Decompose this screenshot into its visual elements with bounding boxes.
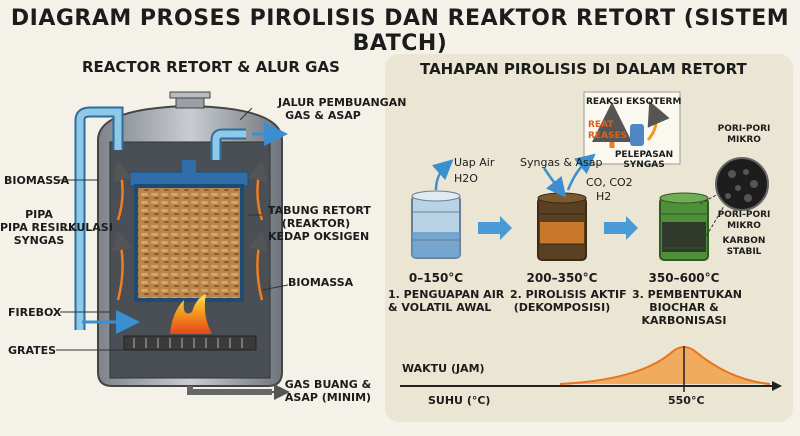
inset-release-line1: PELEPASAN — [614, 150, 674, 160]
retort-label-line1: TABUNG RETORT — [268, 204, 371, 217]
biomassa-left-label: BIOMASSA — [4, 174, 70, 187]
timeline-axis — [400, 346, 782, 392]
process-arrows — [478, 216, 638, 240]
inset-title: REAKSI EKSOTERM — [586, 97, 682, 107]
pore-top-line1: PORI-PORI — [717, 124, 771, 134]
syngas-recirculation-pipe — [74, 106, 140, 334]
exhaust-pipe — [210, 122, 288, 160]
heat-arrows — [112, 160, 268, 301]
drum-stage-3 — [659, 192, 709, 261]
left-heading: REACTOR RETORT & ALUR GAS — [82, 58, 340, 76]
stage-3-line3: KARBONISASI — [641, 314, 727, 327]
inset-release-line2: SYNGAS — [623, 160, 665, 170]
pore-magnifier — [699, 157, 769, 241]
retort-tube — [129, 160, 249, 302]
inset-heat-label: REAT REASES — [588, 120, 627, 142]
biomassa-right-label: BIOMASSA — [288, 276, 354, 289]
stage-2-temp: 200–350°C — [526, 271, 598, 285]
stage-3-caption: 350–600°C 3. PEMBENTUKAN BIOCHAR & KARBO… — [632, 271, 742, 328]
stage-2-caption: 200–350°C 2. PIROLISIS AKTIF (DEKOMPOSIS… — [510, 271, 627, 315]
stage-2-line1: 2. PIROLISIS AKTIF — [510, 288, 627, 301]
stage-3-temp: 350–600°C — [648, 271, 720, 285]
stage-1-temp: 0–150°C — [408, 271, 464, 285]
carbon-line2: STABIL — [726, 247, 762, 257]
firebox-label: FIREBOX — [8, 306, 62, 319]
stage-1-line1: 1. PENGUAPAN AIR — [388, 288, 505, 301]
stage-2-line2: (DEKOMPOSISI) — [513, 301, 611, 314]
leader-lines — [56, 107, 289, 351]
exhaust-label-line2: GAS & ASAP — [285, 109, 361, 122]
timeline-temp-label: SUHU (°C) — [428, 394, 491, 407]
drum-stage-2 — [537, 192, 587, 261]
pore-top-line2: MIKRO — [727, 135, 761, 145]
exotherm-inset — [583, 91, 681, 165]
flue-gas-pipe — [187, 384, 290, 400]
right-heading: TAHAPAN PIROLISIS DI DALAM RETORT — [420, 60, 747, 78]
carbon-line1: KARBON — [722, 236, 766, 246]
retort-label-line3: KEDAP OKSIGEN — [268, 230, 370, 243]
flue-gas-line2: ASAP (MINIM) — [284, 391, 372, 404]
firebox-fire — [123, 294, 257, 351]
pipe-label-line1: PIPA — [25, 208, 53, 221]
co-label: CO, CO2 — [586, 176, 633, 189]
inset-heat-line1: REAT — [588, 120, 614, 130]
retort-label-line2: (REAKTOR) — [281, 217, 351, 230]
retort-tube-label: TABUNG RETORT (REAKTOR) KEDAP OKSIGEN — [268, 204, 371, 243]
h2o-label: H2O — [454, 172, 478, 185]
stage-1-caption: 0–150°C 1. PENGUAPAN AIR & VOLATIL AWAL — [388, 271, 505, 315]
syngas-label: Syngas & Asap — [520, 156, 603, 169]
stage-1-line2: & VOLATIL AWAL — [388, 301, 492, 314]
diagram-title: DIAGRAM PROSES PIROLISIS DAN REAKTOR RET… — [10, 6, 790, 56]
inset-release-label: PELEPASAN SYNGAS — [612, 150, 676, 170]
carbon-label: KARBON STABIL — [716, 236, 772, 258]
stage-3-line2: BIOCHAR & — [649, 301, 719, 314]
flue-gas-label: GAS BUANG & ASAP (MINIM) — [280, 378, 376, 404]
stage-3-line1: 3. PEMBENTUKAN — [632, 288, 742, 301]
pipe-label-line3: SYNGAS — [13, 234, 65, 247]
pore-bottom-line2: MIKRO — [727, 221, 761, 231]
flue-gas-line1: GAS BUANG & — [284, 378, 372, 391]
timeline-time-label: WAKTU (JAM) — [402, 362, 485, 375]
timeline-peak-label: 550°C — [668, 394, 705, 407]
inset-heat-line2: REASES — [588, 131, 628, 141]
uap-air-label: Uap Air — [454, 156, 495, 169]
pore-bottom-line1: PORI-PORI — [717, 210, 771, 220]
pore-label-top: PORI-PORI MIKRO — [716, 124, 772, 146]
drum-stage-1 — [411, 190, 461, 259]
pore-label-bottom: PORI-PORI MIKRO — [716, 210, 772, 232]
gas-arrows — [431, 153, 596, 198]
h2-label: H2 — [596, 190, 612, 203]
grates-label: GRATES — [8, 344, 57, 357]
